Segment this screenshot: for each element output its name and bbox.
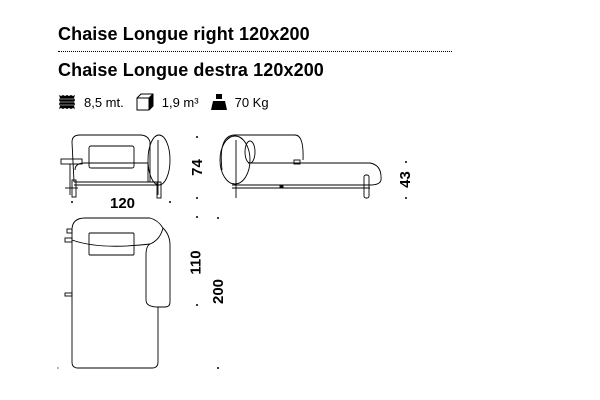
fabric-icon <box>59 95 75 109</box>
weight-icon <box>210 94 227 110</box>
dimension-markers <box>57 136 407 369</box>
front-view-drawing <box>60 134 171 199</box>
side-view-drawing <box>219 134 382 199</box>
dimension-depth: 200 <box>210 278 228 305</box>
title-english: Chaise Longue right 120x200 <box>58 24 310 44</box>
dimension-arm-depth: 110 <box>187 250 205 275</box>
title-italian: Chaise Longue destra 120x200 <box>58 60 324 80</box>
top-view-drawing <box>64 217 171 369</box>
specs-row: 8,5 mt. 1,9 m³ 70 Kg <box>58 93 281 111</box>
volume-value: 1,9 m³ <box>161 94 199 110</box>
dimension-seat-height: 43 <box>396 171 414 188</box>
weight-value: 70 Kg <box>234 94 269 110</box>
dotted-divider <box>58 51 452 52</box>
dimension-width: 120 <box>110 195 136 212</box>
fabric-value: 8,5 mt. <box>84 94 124 110</box>
dimension-height: 74 <box>188 159 206 176</box>
box-icon <box>136 93 154 111</box>
